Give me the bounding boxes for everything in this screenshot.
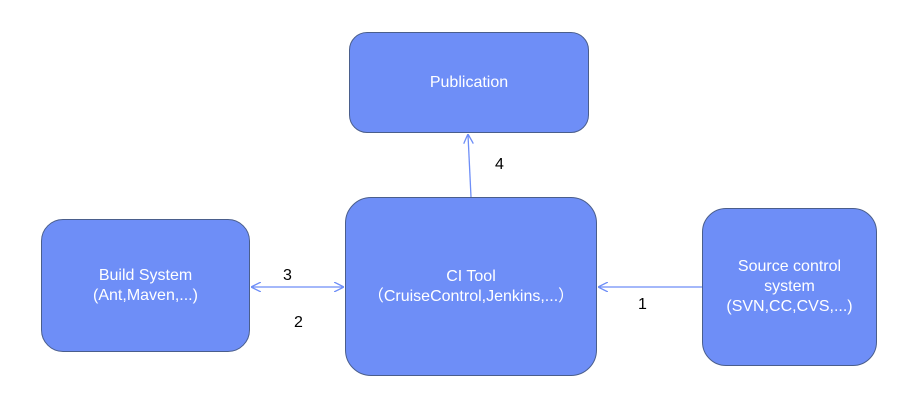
- edge-label-1: 1: [638, 296, 647, 313]
- node-build-system-tools: (Ant,Maven,...): [93, 286, 198, 304]
- node-ci-tool: CI Tool （CruiseControl,Jenkins,...）: [345, 197, 597, 376]
- node-publication-label: Publication: [429, 73, 509, 91]
- node-source-control-tools: (SVN,CC,CVS,...): [726, 298, 853, 315]
- node-publication: Publication: [349, 32, 589, 133]
- node-source-control: Source control system (SVN,CC,CVS,...): [702, 208, 877, 366]
- node-source-control-title: Source control: [737, 258, 842, 275]
- node-source-control-title-cont: system: [764, 278, 815, 295]
- node-ci-tool-tools: （CruiseControl,Jenkins,...）: [367, 287, 575, 305]
- edge-label-2: 2: [294, 314, 303, 331]
- edge-label-4: 4: [495, 156, 504, 173]
- node-build-system-title: Build System: [98, 266, 193, 284]
- edge-ci-to-publication: [468, 135, 471, 198]
- node-build-system: Build System (Ant,Maven,...): [41, 219, 250, 352]
- edge-label-3: 3: [283, 267, 292, 284]
- node-ci-tool-title: CI Tool: [446, 267, 496, 285]
